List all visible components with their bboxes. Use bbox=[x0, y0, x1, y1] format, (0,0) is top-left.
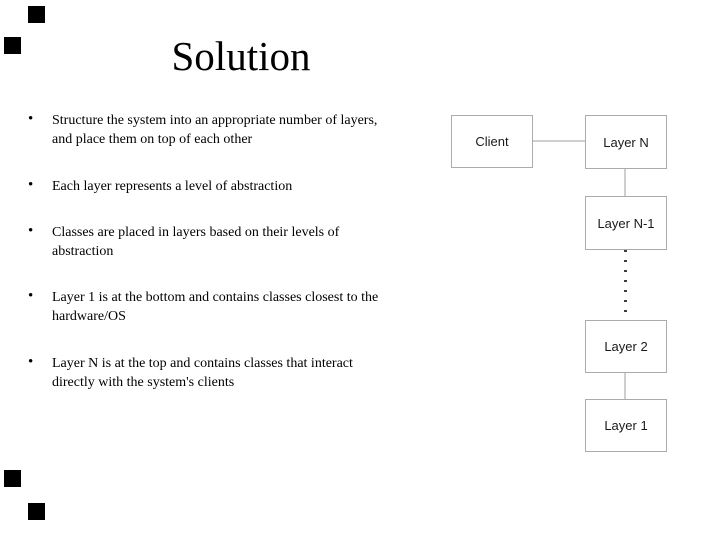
slide-title: Solution bbox=[171, 33, 311, 79]
bullet-item: • Each layer represents a level of abstr… bbox=[28, 177, 292, 196]
bullet-line: abstraction bbox=[52, 244, 114, 259]
connector-dotted-ellipsis bbox=[624, 250, 627, 320]
bullet-line: Layer 1 is at the bottom and contains cl… bbox=[52, 290, 379, 305]
corner-mark-bottom-outer bbox=[28, 503, 45, 520]
bullet-line: Structure the system into an appropriate… bbox=[52, 113, 378, 128]
bullet-line: Layer N is at the top and contains class… bbox=[52, 356, 353, 371]
diagram-node-layer-n: Layer N bbox=[585, 115, 667, 169]
diagram-node-label: Layer 2 bbox=[604, 339, 648, 354]
bullet-line: Classes are placed in layers based on th… bbox=[52, 225, 340, 240]
bullet-line: and place them on top of each other bbox=[52, 132, 253, 147]
corner-mark-bottom-inner bbox=[4, 470, 21, 487]
bullet-dot: • bbox=[28, 111, 34, 127]
bullet-line: Each layer represents a level of abstrac… bbox=[52, 179, 293, 194]
diagram-node-layer-n-1: Layer N-1 bbox=[585, 196, 667, 250]
bullet-item: • Classes are placed in layers based on … bbox=[28, 223, 339, 261]
diagram-node-layer-2: Layer 2 bbox=[585, 320, 667, 373]
bullet-dot: • bbox=[28, 177, 34, 193]
connector-client-layer-n bbox=[533, 140, 585, 142]
corner-mark-top-inner bbox=[4, 37, 21, 54]
diagram-node-client: Client bbox=[451, 115, 533, 168]
bullet-item: • Layer 1 is at the bottom and contains … bbox=[28, 288, 378, 326]
diagram-node-label: Client bbox=[475, 134, 509, 149]
bullet-line: hardware/OS bbox=[52, 309, 126, 324]
bullet-item: • Layer N is at the top and contains cla… bbox=[28, 354, 353, 392]
bullet-item: • Structure the system into an appropria… bbox=[28, 111, 377, 149]
corner-mark-top-outer bbox=[28, 6, 45, 23]
bullet-dot: • bbox=[28, 288, 34, 304]
diagram-node-label: Layer 1 bbox=[604, 418, 648, 433]
bullet-line: directly with the system's clients bbox=[52, 375, 235, 390]
connector-layer-n-to-n-1 bbox=[624, 169, 626, 196]
diagram-node-label: Layer N bbox=[603, 134, 649, 150]
bullet-dot: • bbox=[28, 354, 34, 370]
diagram-node-layer-1: Layer 1 bbox=[585, 399, 667, 452]
bullet-dot: • bbox=[28, 223, 34, 239]
diagram-node-label: Layer N-1 bbox=[597, 215, 655, 231]
connector-layer-2-to-1 bbox=[624, 373, 626, 399]
